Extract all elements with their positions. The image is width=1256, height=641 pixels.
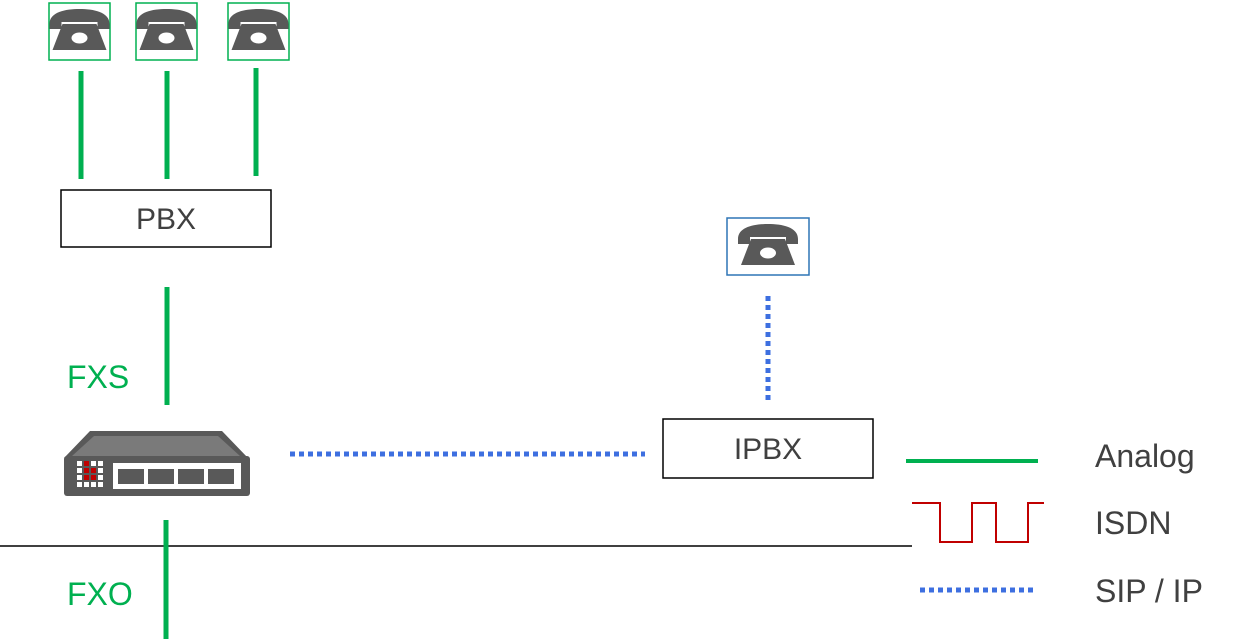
- fxs-label: FXS: [67, 359, 129, 395]
- legend: Analog ISDN SIP / IP: [906, 438, 1203, 609]
- gateway-port-2: [148, 469, 174, 484]
- ip-phone: [726, 217, 810, 276]
- gateway-port-3: [178, 469, 204, 484]
- ipbx-box: IPBX: [662, 418, 874, 479]
- legend-swatch-isdn: [912, 502, 1044, 543]
- analog-phone-3: [227, 2, 290, 61]
- gateway-status-leds: [77, 461, 103, 487]
- pbx-box: PBX: [60, 189, 272, 248]
- legend-label-analog: Analog: [1095, 438, 1195, 474]
- analog-phone-2: [135, 2, 198, 61]
- legend-label-isdn: ISDN: [1095, 505, 1171, 541]
- legend-item-isdn: ISDN: [912, 502, 1171, 543]
- gateway-port-4: [208, 469, 234, 484]
- analog-phone-1: [48, 2, 111, 61]
- legend-item-analog: Analog: [906, 438, 1195, 474]
- legend-label-sip: SIP / IP: [1095, 573, 1203, 609]
- gateway-port-1: [118, 469, 144, 484]
- pbx-label: PBX: [136, 203, 196, 236]
- fxo-label: FXO: [67, 576, 133, 612]
- legend-item-sip: SIP / IP: [920, 573, 1203, 609]
- ipbx-label: IPBX: [734, 433, 802, 466]
- voip-gateway-icon: [64, 431, 250, 496]
